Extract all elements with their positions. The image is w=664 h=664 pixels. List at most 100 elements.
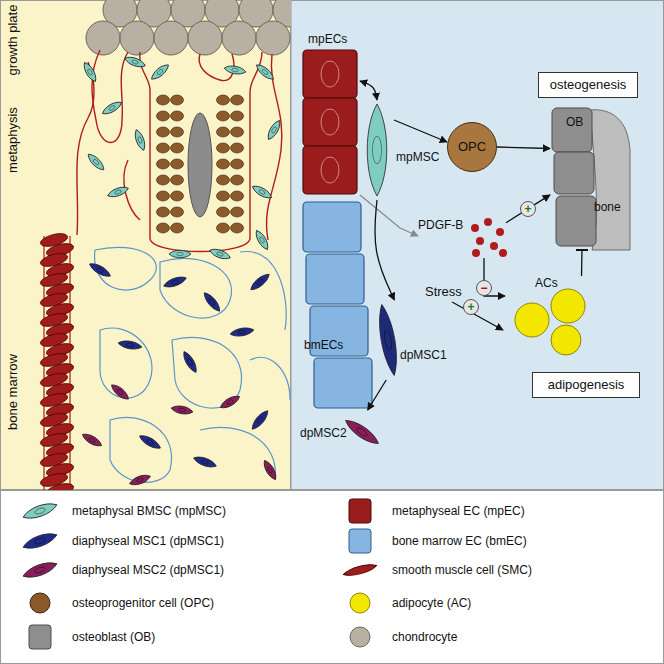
legend-icon [29,625,51,649]
mp-msc [208,247,231,262]
legend-icon [350,593,370,613]
trabecular-bone [188,113,212,217]
osteoprogenitor-cell [217,175,230,185]
dp-msc1 [181,350,199,375]
osteoprogenitor-cell [157,207,170,217]
legend-text: chondrocyte [392,630,457,644]
pdgf-dot [496,228,504,236]
left-panel [1,1,291,490]
node-label: PDGF-B [418,218,463,232]
legend-cell [21,500,58,522]
process-box: adipogenesis [532,372,640,398]
region-label: metaphysis [5,107,20,173]
legend-icon [21,559,58,581]
chondrocyte [154,21,188,55]
dp-msc1 [192,454,217,469]
metaphyseal-vessel [140,52,262,252]
connector [581,250,583,276]
endothelial-stack: bmECs [300,200,375,410]
osteoprogenitor-cell [231,95,244,105]
legend-cell [21,530,58,552]
dp-msc2 [128,473,151,488]
bm-ec [314,358,372,408]
mp-msc [254,62,276,82]
mp-msc [169,250,191,258]
osteoblast-bone [552,108,630,250]
connector [394,120,447,142]
legend-icon [349,499,371,523]
legend-text: smooth muscle cell (SMC) [392,563,532,577]
osteoprogenitor-cell [231,159,244,169]
edge-label: − [476,280,492,296]
dp-msc2 [219,393,242,410]
dp-msc2 [81,431,104,448]
node-label: osteogenesis [550,78,627,92]
node-label: mpMSC [396,150,439,164]
osteoprogenitor-cell [171,223,184,233]
node-label: bmECs [304,338,343,352]
cell: mpMSC [360,100,394,200]
legend-text: osteoprogenitor cell (OPC) [72,596,214,610]
smc-column [39,231,75,490]
connector [506,195,550,223]
osteoprogenitor-cell [157,143,170,153]
pdgf-dot [476,237,484,245]
osteoprogenitor-cell [231,191,244,201]
region-label: growth plate [5,5,20,76]
node-label: adipogenesis [548,378,625,392]
mp-msc [106,185,129,200]
connector [360,195,418,236]
marrow-vessel [200,427,275,480]
dp-msc1 [201,290,222,313]
metaphyseal-vessel [92,50,128,143]
osteoprogenitor-cell [157,191,170,201]
edge-label: + [520,201,536,217]
osteoprogenitor-cell [217,191,230,201]
legend-text: metaphyseal EC (mpEC) [392,504,525,518]
osteoprogenitor-cell [217,159,230,169]
osteoprogenitor-cell [231,111,244,121]
pdgf-dot [484,218,492,226]
osteoprogenitor-cell [217,111,230,121]
mp-msc [251,183,274,200]
mp-ec [303,146,357,194]
connector [360,81,377,100]
osteoprogenitor-cell [171,207,184,217]
dp-msc1 [249,408,270,431]
osteoprogenitor-cell [231,127,244,137]
chondrocyte [120,21,154,55]
dp-msc1 [138,433,163,451]
mp-ec [303,98,357,146]
mp-msc [123,55,146,70]
osteoprogenitor-cell [217,143,230,153]
chondrocyte [188,21,222,55]
metaphyseal-vessel [267,54,282,240]
marrow-vessel [100,328,152,398]
sign-label: + [463,299,479,315]
osteoprogenitor-cell [171,191,184,201]
endothelial-stack: mpECs [300,30,360,200]
pdgf-dot [499,249,507,257]
legend-icon [21,530,58,552]
osteoprogenitor-cell [171,127,184,137]
marrow-vessel [160,258,232,318]
osteoprogenitor-cell [231,207,244,217]
mp-msc [265,119,282,142]
node-label: ACs [535,276,558,290]
chondrocyte [222,21,256,55]
mp-ec [303,50,357,98]
dp-msc2 [171,404,194,415]
legend-icon [30,593,50,613]
osteoprogenitor-cell [231,175,244,185]
pdgf-dot [490,242,498,250]
mp-msc [224,64,247,75]
adipocyte [551,325,581,355]
marrow-vessel [110,417,172,482]
dp-msc2 [109,382,131,402]
osteoprogenitor-cell [217,127,230,137]
legend-text: adipocyte (AC) [392,596,471,610]
note-label: Stress [425,284,462,299]
chondrocyte [86,21,120,55]
node-label: dpMSC1 [400,348,447,362]
dp-msc1 [88,261,113,279]
